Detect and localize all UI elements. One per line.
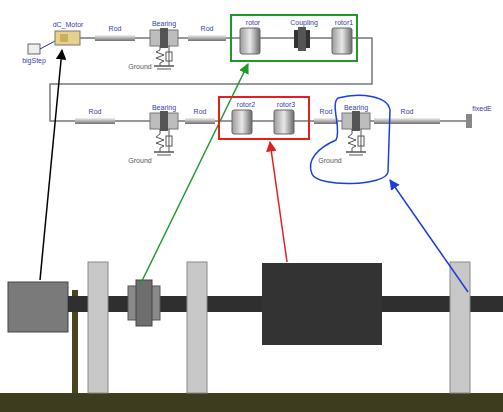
motor-icon-detail bbox=[60, 34, 68, 42]
ground-symbol bbox=[154, 65, 174, 67]
component-label: Rod bbox=[194, 107, 207, 116]
rotor-mass bbox=[262, 263, 382, 345]
component-label: dC_Motor bbox=[53, 20, 84, 29]
rotor-icon bbox=[332, 28, 352, 54]
component-label: Rod bbox=[201, 24, 214, 33]
rod-icon bbox=[75, 118, 115, 124]
rod-icon bbox=[188, 35, 226, 41]
fixed-icon bbox=[466, 114, 472, 128]
component-label: rotor3 bbox=[277, 100, 295, 109]
component-label: Ground bbox=[128, 156, 151, 165]
rod-icon bbox=[314, 118, 338, 124]
damper-rod bbox=[361, 129, 362, 152]
coupling bbox=[136, 280, 152, 326]
component-label: Rod bbox=[109, 24, 122, 33]
damper-rod bbox=[169, 129, 170, 152]
ground-symbol bbox=[346, 151, 366, 153]
component-label: Bearing bbox=[344, 103, 368, 112]
bearing-icon-core bbox=[160, 28, 168, 48]
component-label: Ground bbox=[318, 156, 341, 165]
ground-symbol bbox=[157, 155, 171, 156]
motor bbox=[8, 282, 68, 332]
base-plate bbox=[0, 393, 503, 412]
highlight-box: rotor Coupling rotor1 bbox=[230, 14, 358, 62]
component-label: Coupling bbox=[290, 18, 318, 27]
rotor-icon bbox=[240, 28, 260, 54]
rotor-icon bbox=[274, 110, 294, 134]
component-label: Bearing bbox=[152, 19, 176, 28]
component-label: Ground bbox=[128, 62, 151, 71]
ground-symbol bbox=[157, 69, 171, 70]
ground-symbol bbox=[154, 151, 174, 153]
motor-icon bbox=[55, 31, 80, 45]
bearing-icon-core bbox=[160, 111, 168, 131]
bearing-icon-core bbox=[352, 111, 360, 131]
rod-icon bbox=[185, 118, 215, 124]
bearing-block bbox=[187, 262, 207, 393]
component-label: rotor bbox=[246, 18, 260, 27]
rotor-icon bbox=[232, 110, 252, 134]
pointer-arrow bbox=[40, 50, 62, 280]
signal-wire bbox=[40, 41, 55, 49]
spring-symbol bbox=[156, 46, 164, 66]
rod-icon bbox=[374, 118, 440, 124]
rod-icon bbox=[95, 35, 135, 41]
component-label: fixedE bbox=[472, 104, 491, 113]
component-label: Rod bbox=[89, 107, 102, 116]
step-source-icon bbox=[28, 44, 40, 54]
component-label: rotor1 bbox=[335, 18, 353, 27]
component-label: bigStep bbox=[22, 56, 46, 65]
component-label: Rod bbox=[320, 107, 333, 116]
pointer-arrow bbox=[390, 180, 468, 292]
damper-rod bbox=[169, 46, 170, 66]
bearing-block bbox=[88, 262, 108, 393]
ground-symbol bbox=[349, 155, 363, 156]
highlight-box: rotor2 rotor3 bbox=[218, 96, 310, 140]
pointer-arrow bbox=[270, 142, 287, 262]
highlight-outline bbox=[310, 95, 390, 183]
component-label: rotor2 bbox=[237, 100, 255, 109]
component-label: Rod bbox=[401, 107, 414, 116]
spring-symbol bbox=[348, 129, 356, 152]
coupling-icon bbox=[298, 27, 306, 51]
spring-symbol bbox=[156, 129, 164, 152]
component-label: Bearing bbox=[152, 103, 176, 112]
